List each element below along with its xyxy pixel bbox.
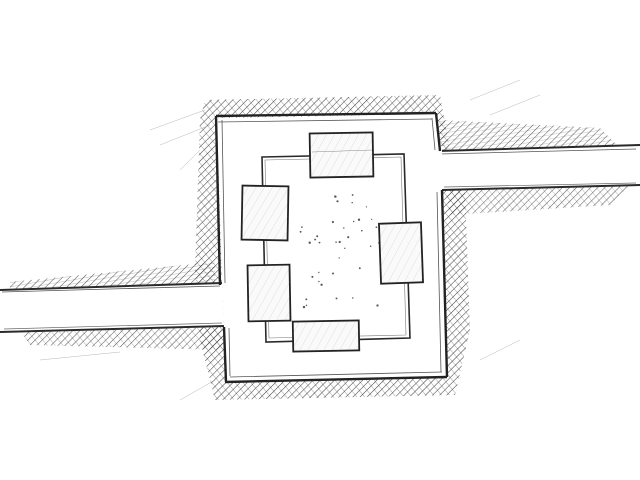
stipple-dot: [352, 297, 354, 299]
sketch-strokes: [39, 79, 541, 401]
stipple-dot: [318, 280, 320, 283]
stipple-dot: [351, 201, 353, 204]
stipple-dot: [344, 247, 346, 250]
stipple-dot: [335, 241, 337, 243]
stipple-dot: [351, 194, 354, 196]
stipple-dot: [336, 200, 339, 203]
stipple-dot: [343, 227, 345, 229]
pillar-right: [378, 221, 424, 285]
stipple-dot: [335, 297, 338, 300]
stipple-dot: [334, 195, 337, 198]
stipple-dot: [331, 220, 334, 224]
stipple-dot: [332, 272, 334, 275]
stipple-dot: [320, 283, 323, 286]
stipple-dot: [305, 298, 308, 301]
stipple-dot: [353, 220, 355, 223]
stipple-dot: [299, 230, 302, 233]
pillar-left-lower: [246, 263, 292, 323]
stipple-dot: [308, 241, 311, 244]
stipple-dot: [360, 229, 363, 232]
stipple-dot: [375, 226, 378, 229]
stipple-dot: [305, 304, 308, 307]
stipple-dot: [369, 245, 372, 247]
stipple-dot: [311, 275, 314, 278]
stipple-dot: [376, 304, 379, 307]
corridor-east: [437, 144, 640, 191]
stipple-dot: [316, 235, 319, 238]
stipple-dot: [338, 240, 341, 244]
stipple-dot: [347, 236, 350, 239]
corridor-west: [0, 282, 225, 333]
stipple-dot: [365, 206, 368, 208]
stipple-dot: [358, 267, 361, 270]
stipple-dot: [301, 226, 303, 228]
stipple-dot: [338, 257, 340, 259]
pillar-top: [308, 131, 375, 179]
stippled-floor: [299, 194, 380, 309]
stipple-dot: [318, 241, 321, 244]
stipple-dot: [357, 218, 361, 221]
stipple-dot: [318, 271, 320, 274]
stipple-dot: [371, 218, 373, 221]
pillar-bottom: [291, 319, 361, 353]
pillar-left-upper: [240, 184, 290, 242]
stipple-dot: [302, 305, 306, 309]
stipple-dot: [314, 238, 317, 241]
